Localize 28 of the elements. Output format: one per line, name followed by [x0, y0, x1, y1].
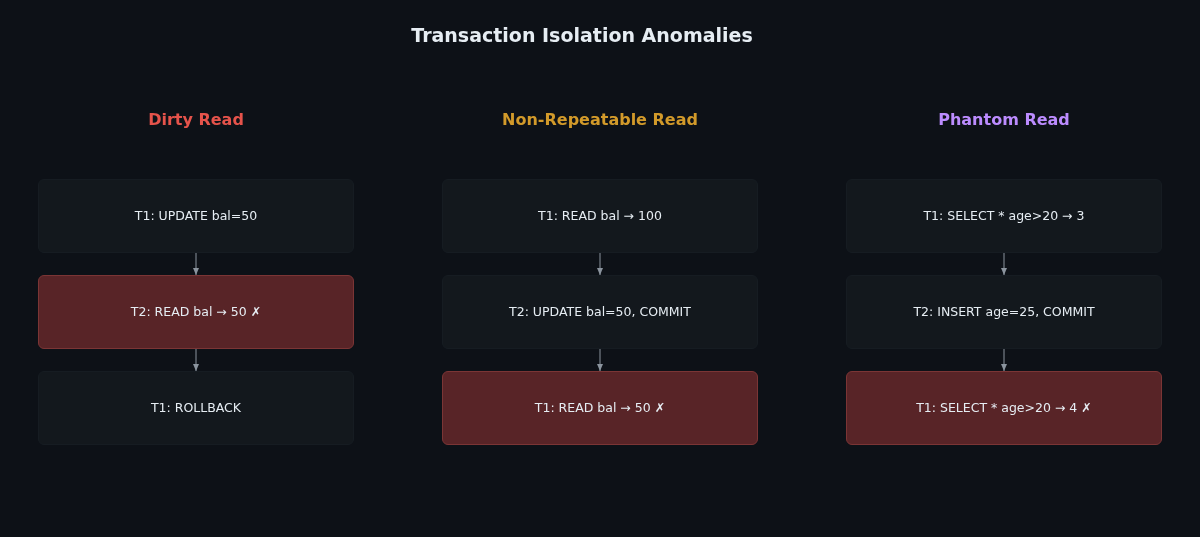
column-heading: Non-Repeatable Read — [502, 110, 698, 130]
step-box — [442, 275, 758, 349]
step-text: T1: SELECT * age>20 → 4 ✗ — [916, 400, 1092, 416]
arrow — [193, 348, 199, 372]
step-text: T2: UPDATE bal=50, COMMIT — [509, 304, 691, 320]
column-heading: Dirty Read — [148, 110, 244, 130]
anomaly-box — [442, 371, 758, 445]
step-text: T1: SELECT * age>20 → 3 — [923, 208, 1085, 224]
step-text: T2: READ bal → 50 ✗ — [130, 304, 262, 320]
step-text: T1: UPDATE bal=50 — [134, 208, 258, 224]
step-text: T1: READ bal → 50 ✗ — [534, 400, 666, 416]
arrow — [1001, 252, 1007, 276]
anomaly-box — [846, 371, 1162, 445]
step-box — [846, 179, 1162, 253]
diagram-title: Transaction Isolation Anomalies — [411, 23, 753, 47]
arrow — [1001, 348, 1007, 372]
step-box — [846, 275, 1162, 349]
column-heading: Phantom Read — [938, 110, 1070, 130]
arrow — [597, 252, 603, 276]
step-box — [38, 179, 354, 253]
arrow — [597, 348, 603, 372]
anomaly-box — [38, 275, 354, 349]
step-box — [38, 371, 354, 445]
step-box — [442, 179, 758, 253]
step-text: T1: ROLLBACK — [150, 400, 242, 416]
arrow — [193, 252, 199, 276]
step-text: T2: INSERT age=25, COMMIT — [913, 304, 1095, 320]
step-text: T1: READ bal → 100 — [538, 208, 662, 224]
